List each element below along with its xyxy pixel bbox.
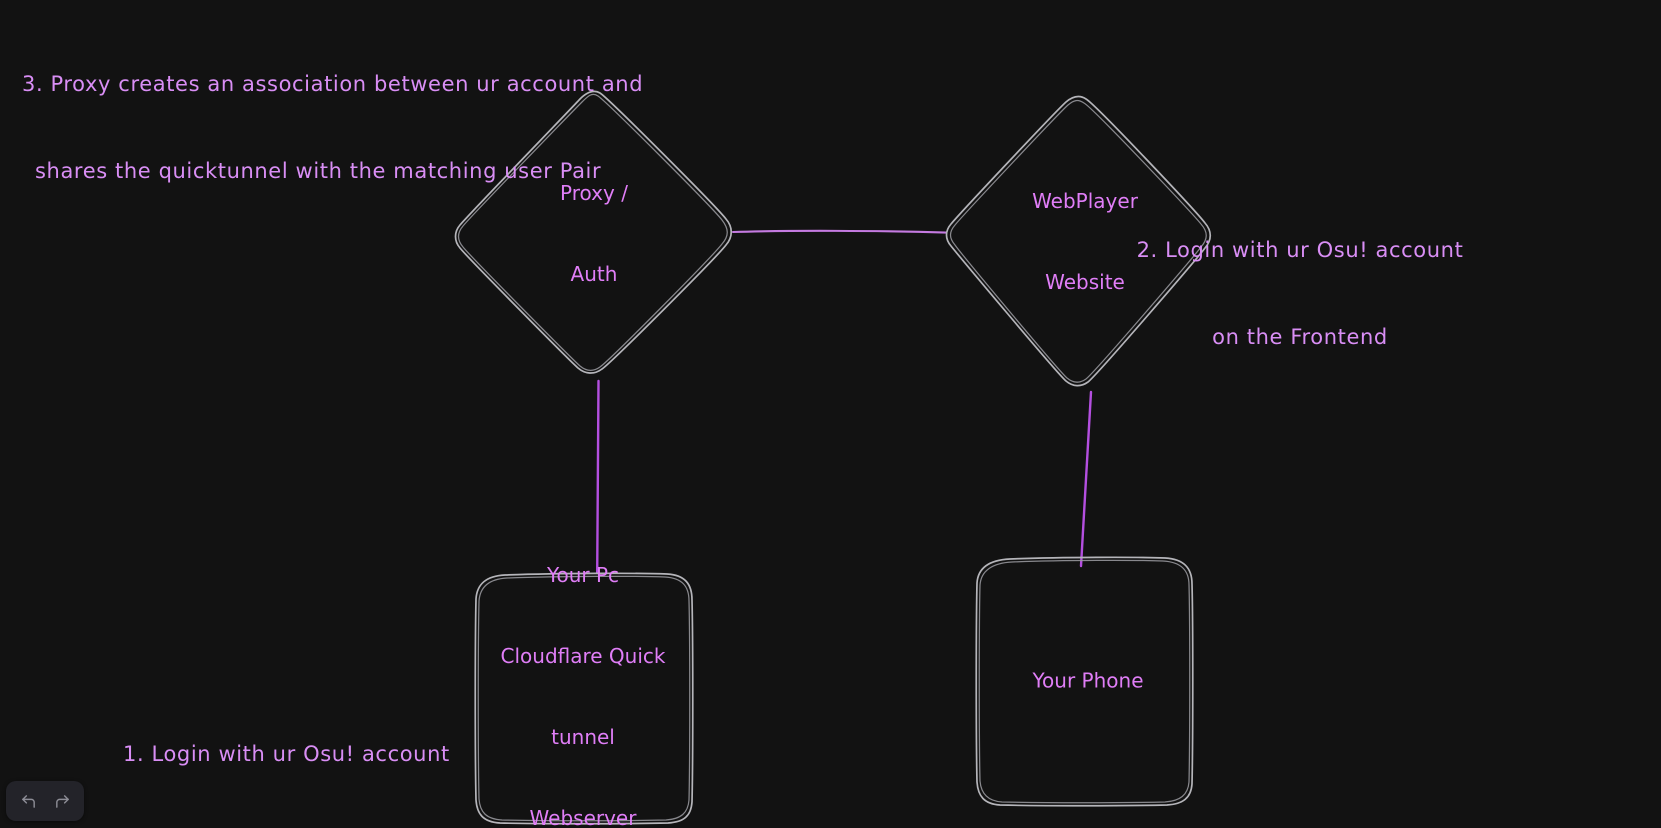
your-pc-line-3: tunnel — [551, 725, 615, 749]
your-pc-line-1: Your Pc — [546, 563, 620, 587]
shape-webplayer-website[interactable] — [945, 95, 1212, 387]
connector-webplayer-to-yourphone[interactable] — [1079, 390, 1093, 568]
annotation-note-3[interactable]: 3. Proxy creates an association between … — [22, 12, 643, 244]
your-pc-line-4: Webserver — [529, 806, 637, 828]
annotation-note-1[interactable]: 1. Login with ur Osu! account on the Dis… — [123, 682, 450, 828]
shape-proxy-auth[interactable] — [454, 90, 733, 374]
your-phone-line-1: Your Phone — [1032, 668, 1144, 693]
note-3-line-2: shares the quicktunnel with the matching… — [35, 159, 602, 183]
connector-proxy-to-yourpc[interactable] — [596, 379, 600, 575]
shape-label-your-phone[interactable]: Your Phone — [1032, 614, 1143, 749]
shape-your-pc[interactable] — [474, 572, 694, 825]
shape-your-phone[interactable] — [975, 556, 1194, 807]
undo-arrow-icon — [20, 793, 37, 810]
your-pc-line-2: Cloudflare Quick — [500, 644, 666, 668]
shape-label-your-pc[interactable]: Your Pc Cloudflare Quick tunnel Webserve… — [501, 508, 666, 828]
redo-button[interactable] — [46, 786, 78, 816]
undo-button[interactable] — [12, 786, 44, 816]
redo-arrow-icon — [54, 793, 71, 810]
shape-label-proxy-auth[interactable]: Proxy / Auth — [560, 126, 628, 342]
note-1-line-1: 1. Login with ur Osu! account — [123, 742, 450, 766]
proxy-auth-line-2: Auth — [570, 262, 618, 286]
note-2-line-2: on the Frontend — [1212, 325, 1388, 349]
shape-label-webplayer-website[interactable]: WebPlayer Website — [1032, 134, 1138, 350]
connector-proxy-to-webplayer[interactable] — [731, 229, 948, 234]
proxy-auth-line-1: Proxy / — [560, 181, 628, 205]
note-2-line-1: 2. Login with ur Osu! account — [1136, 238, 1464, 262]
annotation-note-2[interactable]: 2. Login with ur Osu! account on the Fro… — [1137, 178, 1464, 410]
webplayer-line-2: Website — [1045, 270, 1125, 294]
note-3-line-1: 3. Proxy creates an association between … — [22, 72, 644, 96]
webplayer-line-1: WebPlayer — [1032, 189, 1138, 213]
history-toolbar — [6, 781, 84, 821]
